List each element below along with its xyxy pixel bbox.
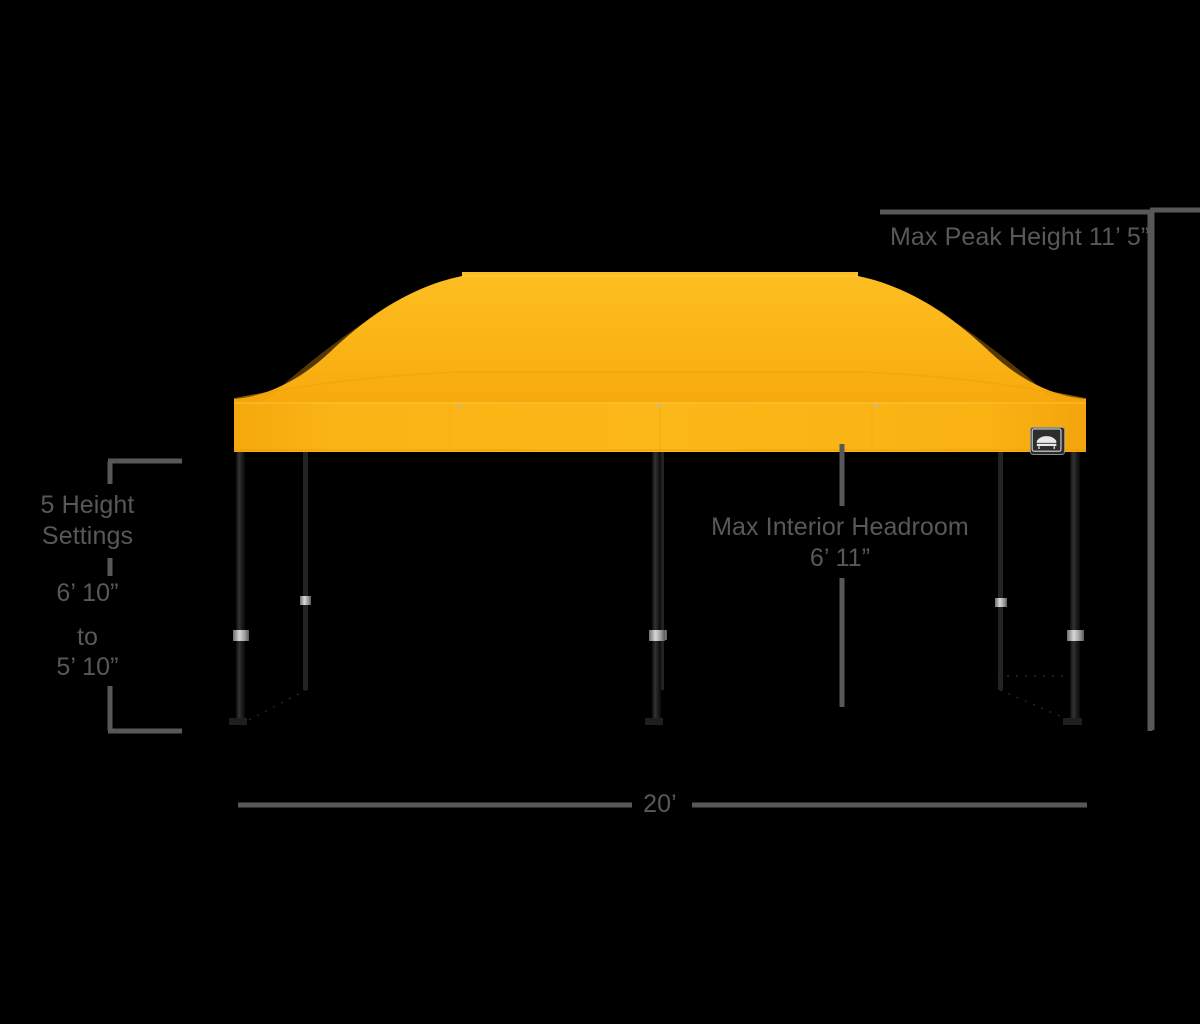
height-min-label: 5’ 10” <box>56 653 119 681</box>
max-interior-headroom-label: Max Interior Headroom <box>711 513 969 541</box>
canopy-logo-icon <box>1031 428 1062 452</box>
width-dimension-label: 20’ <box>643 790 677 818</box>
front-legs-group <box>229 452 1084 725</box>
height-range-to-label: to <box>76 623 99 651</box>
max-peak-height-label: Max Peak Height 11’ 5” <box>890 223 1150 251</box>
canopy-roof <box>233 272 1087 404</box>
height-max-label: 6’ 10” <box>56 579 119 607</box>
canopy-valance <box>234 402 1086 452</box>
max-interior-headroom-value: 6’ 11” <box>809 544 871 572</box>
height-settings-bracket <box>107 458 182 734</box>
height-settings-word: Settings <box>41 522 134 550</box>
height-settings-count: 5 Height <box>40 491 135 519</box>
canopy-brand-badge <box>1030 427 1065 455</box>
